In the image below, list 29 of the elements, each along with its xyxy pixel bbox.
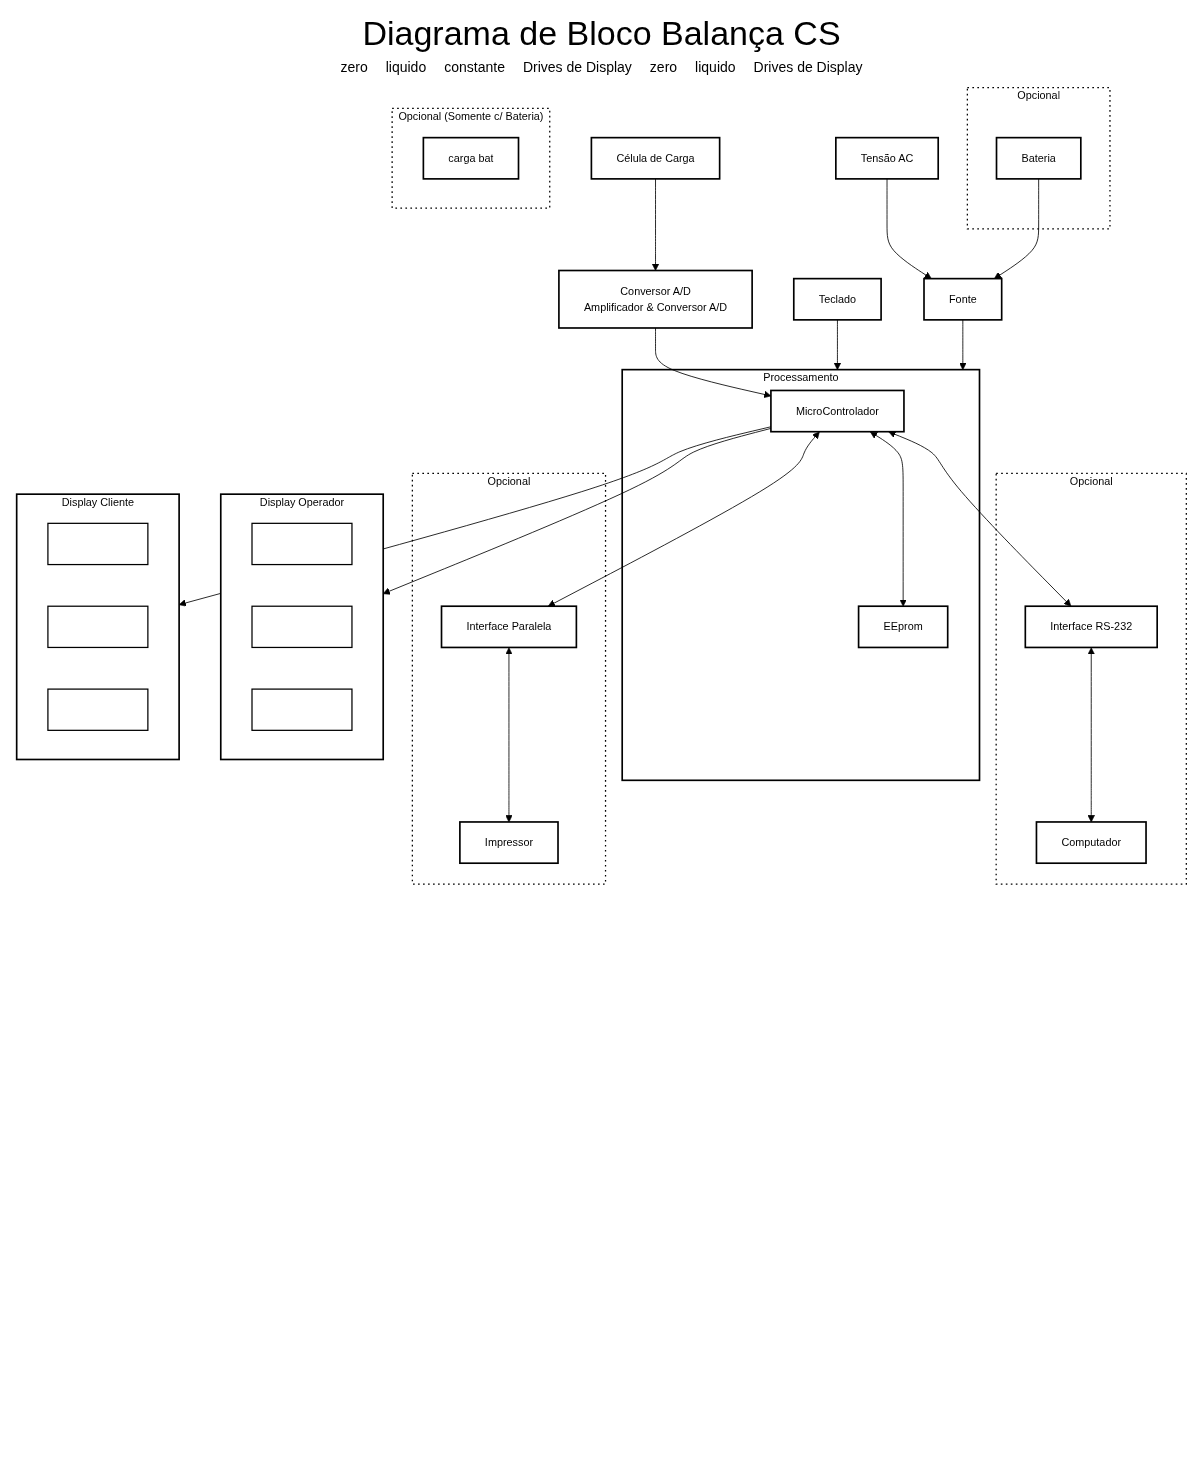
node-box: Bateria [995, 136, 1082, 180]
cluster: Display Cliente [15, 493, 180, 761]
diagram-title: Diagrama de Bloco Balança CS [361, 14, 842, 53]
node-box: Teclado [792, 277, 882, 321]
label-text: liquido [385, 59, 427, 75]
label-text: Drives de Display [522, 59, 632, 75]
node-box: Impressor [459, 821, 559, 865]
label-text: zero [340, 59, 368, 75]
node-box [251, 522, 353, 566]
node-box: Interface RS-232 [1024, 605, 1158, 649]
node-box [251, 688, 353, 731]
label-text: liquido [695, 59, 736, 75]
node-box: Tensão AC [835, 136, 940, 180]
cluster: Display Operador [219, 493, 385, 761]
node-box: EEprom [857, 605, 949, 649]
node-box: Interface Paralela [440, 605, 578, 649]
node-box: Célula de Carga [590, 136, 721, 180]
node-box: MicroControlador [770, 389, 905, 433]
node-box [47, 522, 149, 566]
label-text: Drives de Display [753, 59, 863, 75]
node-box: Computador [1035, 821, 1147, 865]
node-box [251, 605, 353, 649]
node-box [47, 605, 149, 649]
node-box [47, 688, 149, 731]
node-box: carga bat [422, 136, 520, 180]
node-box: Fonte [923, 277, 1003, 321]
node-box: Conversor A/D Amplificador & Conversor A/D [558, 269, 753, 329]
label-text: zero [649, 59, 678, 75]
label-text: constante [444, 59, 505, 75]
